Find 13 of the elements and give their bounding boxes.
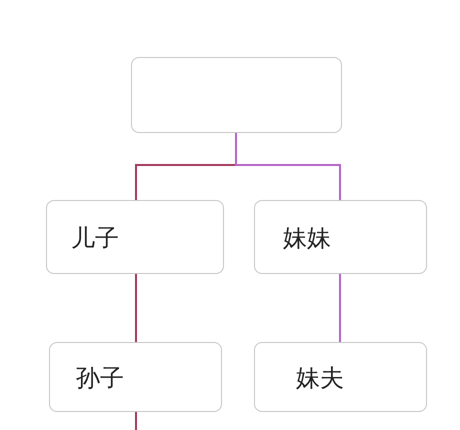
person-box xyxy=(131,57,342,133)
connector-line xyxy=(135,412,137,430)
connector-line xyxy=(235,133,341,200)
relation-label: 妹妹 xyxy=(283,225,331,251)
relation-label: 妹夫 xyxy=(296,365,344,391)
person-box xyxy=(254,342,427,412)
person-box xyxy=(254,200,427,274)
relation-label: 孙子 xyxy=(76,365,124,391)
relation-label: 儿子 xyxy=(71,225,119,251)
person-box xyxy=(46,200,224,274)
connector-line xyxy=(339,274,341,342)
person-box xyxy=(49,342,222,412)
connector-line xyxy=(135,274,137,342)
